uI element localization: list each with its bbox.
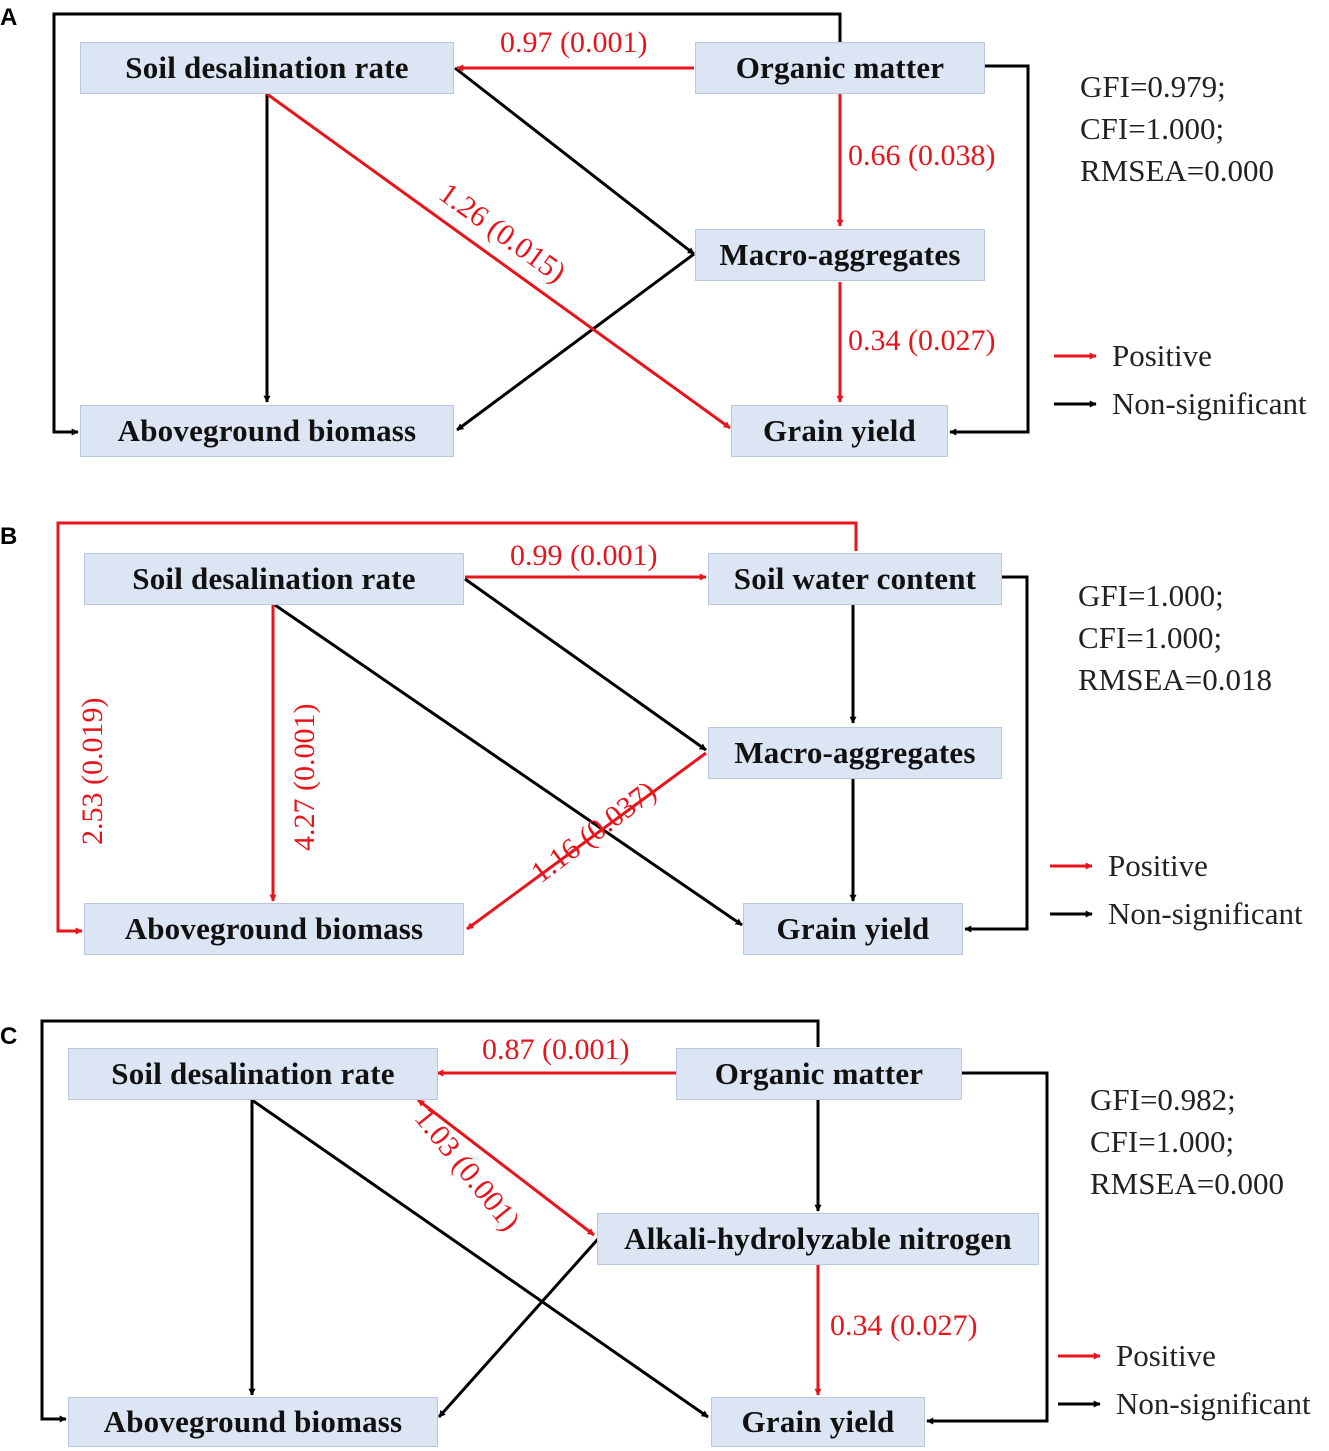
panel-letter: B [0,523,18,550]
edge-label-om-sdr: 0.87 (0.001) [482,1033,630,1066]
fit-cfi: CFI=1.000; [1090,1124,1235,1159]
legend-positive-label: Positive [1112,338,1212,373]
node-soil-desalination-rate: Soil desalination rate [80,42,454,94]
legend-positive: Positive [1056,1338,1216,1374]
fit-gfi: GFI=1.000; [1078,578,1224,613]
panel-letter: C [0,1023,18,1050]
black-arrow-icon [1058,1400,1101,1408]
black-arrow-icon [1054,400,1097,408]
edge-swc-gy [964,575,1029,933]
legend-nonsignificant: Non-significant [1056,1386,1311,1422]
legend-positive-label: Positive [1116,1338,1216,1373]
fit-rmsea: RMSEA=0.000 [1090,1166,1285,1201]
edge-sdr-macro [454,66,695,256]
edge-om-ab-loop [52,12,842,436]
node-aboveground-biomass: Aboveground biomass [84,903,464,955]
fit-indices: GFI=1.000; CFI=1.000; RMSEA=0.018 [1078,575,1272,701]
edge-swc-ab-loop [56,521,858,935]
node-aboveground-biomass: Aboveground biomass [80,405,454,457]
panel-b: B Soil desalination rate Soil water cont… [0,505,1329,975]
fit-gfi: GFI=0.982; [1090,1082,1236,1117]
node-grain-yield: Grain yield [711,1397,925,1447]
node-soil-desalination-rate: Soil desalination rate [84,553,464,605]
legend-nonsignificant-label: Non-significant [1112,386,1307,421]
edge-sdr-macro [464,577,707,752]
edge-ahn-ab [437,1238,600,1418]
panel-c: C Soil desalination rate Organic matter … [0,1005,1329,1451]
panel-b-edges [56,521,1029,935]
fit-rmsea: RMSEA=0.018 [1078,662,1273,697]
edge-label-sdr-swc: 0.99 (0.001) [510,539,658,572]
node-soil-desalination-rate: Soil desalination rate [68,1048,438,1100]
black-arrow-icon [1050,910,1093,918]
edge-macro-ab [466,751,707,931]
panel-a-edges [52,12,1030,436]
node-aboveground-biomass: Aboveground biomass [68,1397,438,1447]
red-arrow-icon [1050,862,1093,870]
panel-a: A Soil desalination rate Organic matter … [0,0,1329,470]
panel-letter: A [0,4,18,31]
node-macro-aggregates: Macro-aggregates [695,229,985,281]
edge-sdr-gy [274,603,743,927]
edge-label-swc-ab: 2.53 (0.019) [76,697,109,845]
node-organic-matter: Organic matter [695,42,985,94]
edge-om-ab-loop [40,1019,820,1423]
panel-c-edges [40,1019,1049,1425]
fit-indices: GFI=0.979; CFI=1.000; RMSEA=0.000 [1080,66,1274,192]
node-soil-water-content: Soil water content [708,553,1002,605]
node-grain-yield: Grain yield [743,903,963,955]
edge-sdr-gy [266,92,731,430]
legend-positive: Positive [1052,338,1212,374]
edge-label-sdr-ab: 4.27 (0.001) [288,703,321,851]
red-arrow-icon [1058,1352,1101,1360]
node-macro-aggregates: Macro-aggregates [708,727,1002,779]
fit-rmsea: RMSEA=0.000 [1080,153,1275,188]
edge-sdr-gy [251,1098,709,1419]
fit-cfi: CFI=1.000; [1078,620,1223,655]
fit-cfi: CFI=1.000; [1080,111,1225,146]
edge-label-ahn-gy: 0.34 (0.027) [830,1309,978,1342]
legend-nonsignificant: Non-significant [1048,896,1303,932]
legend-positive-label: Positive [1108,848,1208,883]
fit-indices: GFI=0.982; CFI=1.000; RMSEA=0.000 [1090,1079,1284,1205]
legend-nonsignificant-label: Non-significant [1116,1386,1311,1421]
legend-positive: Positive [1048,848,1208,884]
legend-nonsignificant: Non-significant [1052,386,1307,422]
node-organic-matter: Organic matter [676,1048,962,1100]
edge-om-gy [949,64,1030,436]
node-alkali-hydrolyzable-nitrogen: Alkali-hydrolyzable nitrogen [597,1213,1039,1265]
edge-label-om-macro: 0.66 (0.038) [848,139,996,172]
node-grain-yield: Grain yield [731,405,948,457]
edge-om-gy [926,1071,1049,1425]
red-arrow-icon [1054,352,1097,360]
edge-label-om-sdr: 0.97 (0.001) [500,26,648,59]
fit-gfi: GFI=0.979; [1080,69,1226,104]
legend-nonsignificant-label: Non-significant [1108,896,1303,931]
edge-sdr-ahn [417,1098,595,1237]
edge-label-macro-gy: 0.34 (0.027) [848,324,996,357]
edge-macro-ab [456,252,695,432]
